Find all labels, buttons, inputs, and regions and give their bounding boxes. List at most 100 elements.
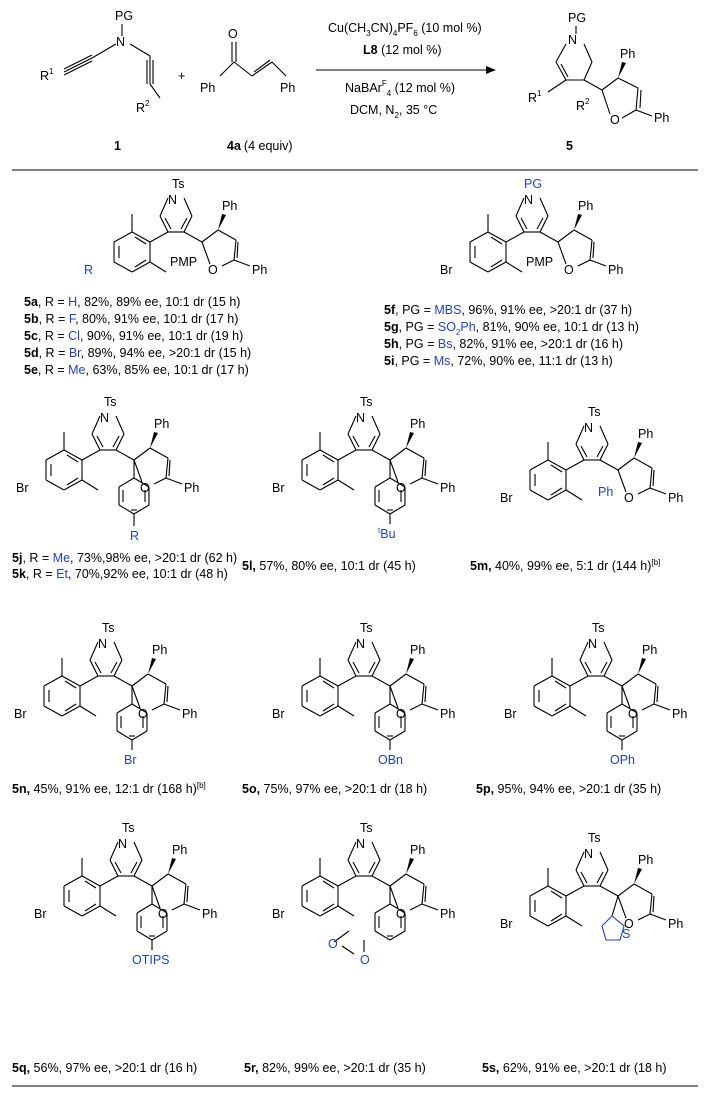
captions-5a-5e: 5a, R = H, 82%, 89% ee, 10:1 dr (15 h) 5… (24, 295, 251, 377)
atom-n: N (356, 637, 365, 651)
atom-n: N (568, 33, 577, 47)
atom-ph: Ph (440, 707, 455, 721)
caption-5m: 5m, 40%, 99% ee, 5:1 dr (144 h)[b] (470, 558, 660, 573)
atom-o-dioxole: O (360, 953, 370, 967)
structure-5s: Ts N Ph O Ph Br S (500, 831, 683, 941)
atom-ts: Ts (592, 621, 605, 635)
caption-5k: 5k, R = Et, 70%,92% ee, 10:1 dr (48 h) (12, 567, 228, 581)
caption-5r: 5r, 82%, 99% ee, >20:1 dr (35 h) (244, 1061, 426, 1075)
atom-ts: Ts (360, 621, 373, 635)
label-4a: 4a(4 equiv) (227, 139, 293, 153)
atom-ph: Ph (578, 199, 593, 213)
atom-br: Br (14, 707, 27, 721)
atom-ph: Ph (620, 47, 635, 61)
atom-ph: Ph (608, 263, 623, 277)
atom-o-dioxole: O (328, 937, 338, 951)
atom-br: Br (34, 907, 47, 921)
atom-ph: Ph (252, 263, 267, 277)
atom-ts: Ts (588, 405, 601, 419)
atom-n: N (118, 837, 127, 851)
caption-5e: 5e, R = Me, 63%, 85% ee, 10:1 dr (17 h) (24, 363, 249, 377)
atom-ts: Ts (122, 821, 135, 835)
caption-5g: 5g, PG = SO2Ph, 81%, 90% ee, 10:1 dr (13… (384, 320, 639, 337)
atom-ph: Ph (638, 853, 653, 867)
caption-5i: 5i, PG = Ms, 72%, 90% ee, 11:1 dr (13 h) (384, 354, 613, 368)
atom-ph: Ph (152, 643, 167, 657)
caption-5c: 5c, R = Cl, 90%, 91% ee, 10:1 dr (19 h) (24, 329, 243, 343)
structure-5o: Ts N Ph O Ph Br OBn (272, 621, 455, 767)
atom-br: Br (272, 481, 285, 495)
structure-5p: Ts N Ph O Ph Br OPh (504, 621, 687, 767)
atom-n: N (98, 637, 107, 651)
atom-br: Br (500, 917, 513, 931)
atom-br-sub: Br (124, 753, 137, 767)
atom-ph: Ph (410, 417, 425, 431)
atom-r: R (84, 263, 93, 277)
captions-row-2: 5j, R = Me, 73%,98% ee, >20:1 dr (62 h) … (12, 551, 660, 581)
structure-5n: Ts N Ph O Ph Br Br (14, 621, 197, 767)
atom-n: N (584, 847, 593, 861)
caption-5h: 5h, PG = Bs, 82%, 91% ee, >20:1 dr (16 h… (384, 337, 623, 351)
atom-ph: Ph (642, 643, 657, 657)
scheme-product-5: PG N R1 Ph O Ph R2 5 (528, 11, 669, 153)
atom-ph: Ph (668, 491, 683, 505)
atom-ph: Ph (184, 481, 199, 495)
atom-br: Br (440, 263, 453, 277)
atom-tbu: tBu (378, 526, 396, 541)
atom-ph: Ph (598, 485, 613, 499)
structure-5q: Ts N Ph O Ph Br OTIPS (34, 821, 217, 967)
atom-n: N (100, 411, 109, 425)
atom-o: O (140, 481, 150, 495)
atom-ts: Ts (360, 395, 373, 409)
atom-ph: Ph (410, 843, 425, 857)
structure-5f-5i: PG N Ph O Ph PMP Br (440, 177, 623, 277)
atom-br: Br (504, 707, 517, 721)
structure-5a-5e: Ts N Ph O Ph PMP R (84, 177, 267, 277)
scheme-reactant-1: PG N R1 R2 1 (40, 9, 161, 153)
plus-sign: + (178, 69, 185, 83)
atom-ts: Ts (102, 621, 115, 635)
atom-n: N (524, 193, 533, 207)
structure-5j-5k: Ts N Ph O Ph Br R (16, 395, 199, 543)
catalyst-text: Cu(CH3CN)4PF6 (10 mol %) (328, 21, 482, 38)
atom-ph: Ph (222, 199, 237, 213)
label-5: 5 (566, 139, 573, 153)
caption-5a: 5a, R = H, 82%, 89% ee, 10:1 dr (15 h) (24, 295, 240, 309)
atom-ph: Ph (440, 907, 455, 921)
atom-ph: Ph (172, 843, 187, 857)
solvent-text: DCM, N2, 35 °C (350, 103, 437, 120)
caption-5s: 5s, 62%, 91% ee, >20:1 dr (18 h) (482, 1061, 667, 1075)
label-1: 1 (114, 139, 121, 153)
atom-n: N (356, 837, 365, 851)
atom-pmp: PMP (526, 255, 553, 269)
atom-r1: R1 (40, 67, 54, 83)
atom-pg: PG (568, 11, 586, 25)
atom-pg: PG (524, 177, 542, 191)
atom-r2: R2 (136, 99, 150, 115)
atom-ts: Ts (104, 395, 117, 409)
atom-br: Br (272, 907, 285, 921)
atom-ts: Ts (172, 177, 185, 191)
additive-text: NaBArF4 (12 mol %) (345, 79, 455, 98)
caption-5n: 5n, 45%, 91% ee, 12:1 dr (168 h)[b] (12, 781, 206, 796)
atom-ph: Ph (410, 643, 425, 657)
atom-o: O (158, 907, 168, 921)
atom-o: O (228, 27, 238, 41)
captions-row-3: 5n, 45%, 91% ee, 12:1 dr (168 h)[b] 5o, … (12, 781, 661, 796)
atom-pmp: PMP (170, 255, 197, 269)
atom-ts: Ts (360, 821, 373, 835)
structure-5m: Ts N Ph O Ph Br Ph (500, 405, 683, 505)
atom-ts: Ts (588, 831, 601, 845)
atom-r: R (130, 529, 139, 543)
atom-ph: Ph (280, 81, 295, 95)
atom-ph: Ph (202, 907, 217, 921)
caption-5d: 5d, R = Br, 89%, 94% ee, >20:1 dr (15 h) (24, 346, 251, 360)
caption-5j: 5j, R = Me, 73%,98% ee, >20:1 dr (62 h) (12, 551, 237, 565)
atom-oph: OPh (610, 753, 635, 767)
atom-ph: Ph (200, 81, 215, 95)
caption-5f: 5f, PG = MBS, 96%, 91% ee, >20:1 dr (37 … (384, 303, 632, 317)
atom-n: N (356, 411, 365, 425)
atom-ph: Ph (654, 111, 669, 125)
structure-5r: Ts N Ph O Ph Br O O (272, 821, 455, 967)
